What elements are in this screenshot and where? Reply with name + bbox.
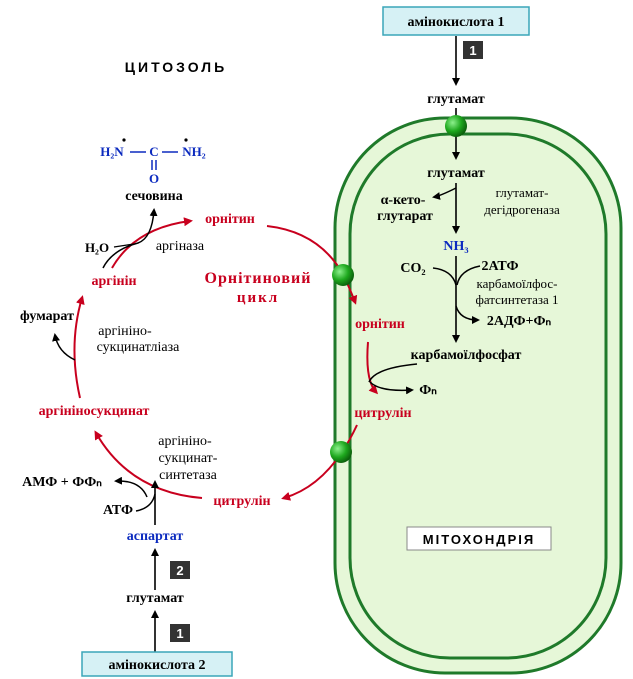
gdh-line2: дегідрогеназа (484, 202, 560, 217)
aminoacid2-box (81, 651, 233, 677)
citrulline-cyto: цитрулін (213, 494, 270, 509)
atp-merge-curve (135, 493, 156, 512)
step1-bottom-box (170, 624, 190, 642)
step2-box (170, 561, 190, 579)
ornithine-cycle (73, 217, 358, 501)
citrulline-transporter (330, 441, 352, 463)
aminoacid1-label: амінокислота 1 (407, 15, 504, 30)
urea-nh2: NH₂ (182, 144, 206, 159)
cps-line1: карбамоїлфос- (477, 276, 558, 291)
aminoacid2-label: амінокислота 2 (108, 658, 205, 673)
ass-line1: аргініно- (158, 434, 212, 449)
argininosuccinate-cyto: аргініносукцинат (39, 404, 150, 419)
glutamate-transporter (445, 115, 467, 137)
water-link (113, 243, 135, 248)
arrow-to-fumarate (52, 333, 76, 361)
arrow-ornithine-to-citrulline-mito (366, 341, 379, 395)
step1-top-label: 1 (469, 43, 476, 58)
aspartate-label: аспартат (127, 529, 184, 544)
glutamate-mito: глутамат (427, 166, 485, 181)
citrulline-mito: цитрулін (354, 406, 411, 421)
arrow-to-adp (455, 305, 480, 324)
amp-label: АМФ + ФФₙ (22, 475, 102, 490)
co2-label: CO₂ (400, 261, 425, 276)
arrow-to-amp (114, 476, 148, 498)
arrow-argininosuccinate-to-arginine (73, 295, 85, 399)
arrow-citrulline-to-argininosuccinate (94, 430, 203, 499)
urea-label: сечовина (125, 189, 183, 204)
urea-lone-pair-right (184, 138, 188, 142)
ass-line2: сукцинат- (159, 451, 218, 466)
arginase-label: аргіназа (156, 239, 205, 254)
nh3-label: NH₃ (443, 239, 468, 254)
ornithine-mito: орнітин (355, 317, 405, 332)
cytosol-label: ЦИТОЗОЛЬ (125, 59, 227, 75)
co2-merge-curve (432, 267, 457, 286)
urea-structure: H₂N C NH₂ O (100, 138, 206, 186)
ass-line3: синтетаза (159, 468, 218, 483)
arrow-arginase-to-urea (102, 208, 158, 269)
cycle-name-line2: цикл (237, 290, 279, 306)
glutamate-bottom: глутамат (126, 591, 184, 606)
ornithine-transporter (332, 264, 354, 286)
urea-carbon: C (149, 144, 158, 159)
arginine-cyto: аргінін (91, 274, 136, 289)
atp-label: АТФ (103, 503, 133, 518)
arrow-to-pi (369, 381, 414, 395)
cycle-name-line1: Орнітиновий (205, 270, 312, 287)
pi-label: Фₙ (419, 383, 437, 398)
water-label: H₂O (85, 240, 109, 255)
atp2-merge-curve (456, 265, 481, 286)
glutamate-top: глутамат (427, 92, 485, 107)
mitochondria-label: МІТОХОНДРІЯ (423, 532, 535, 547)
cps-line2: фатсинтетаза 1 (475, 292, 558, 307)
arrow-arginine-to-ornithine (111, 217, 193, 269)
adp-label: 2АДФ+Фₙ (487, 314, 552, 329)
asl-line1: аргініно- (98, 324, 152, 339)
gdh-line1: глутамат- (496, 185, 549, 200)
urea-h2n: H₂N (100, 144, 124, 159)
ornithine-cyto: орнітин (205, 212, 255, 227)
step1-top-box (463, 41, 483, 59)
carbamoyl-merge-curve (368, 363, 418, 383)
asl-line2: сукцинатліаза (97, 340, 181, 355)
ketoglutarate-line2: глутарат (377, 209, 433, 224)
urea-lone-pair-left (122, 138, 126, 142)
step1-bottom-label: 1 (176, 626, 183, 641)
urea-oxygen: O (149, 171, 159, 186)
step2-label: 2 (176, 563, 183, 578)
ketoglutarate-line1: α-кето- (381, 193, 426, 208)
carbamoyl-phosphate: карбамоїлфосфат (411, 348, 522, 363)
aminoacid1-box (382, 6, 530, 36)
fumarate-label: фумарат (20, 309, 74, 324)
mitochondrion (333, 116, 623, 675)
arrow-to-ketoglutarate (432, 187, 457, 200)
mitochondria-label-box (406, 526, 552, 551)
atp2-label: 2АТФ (482, 259, 519, 274)
